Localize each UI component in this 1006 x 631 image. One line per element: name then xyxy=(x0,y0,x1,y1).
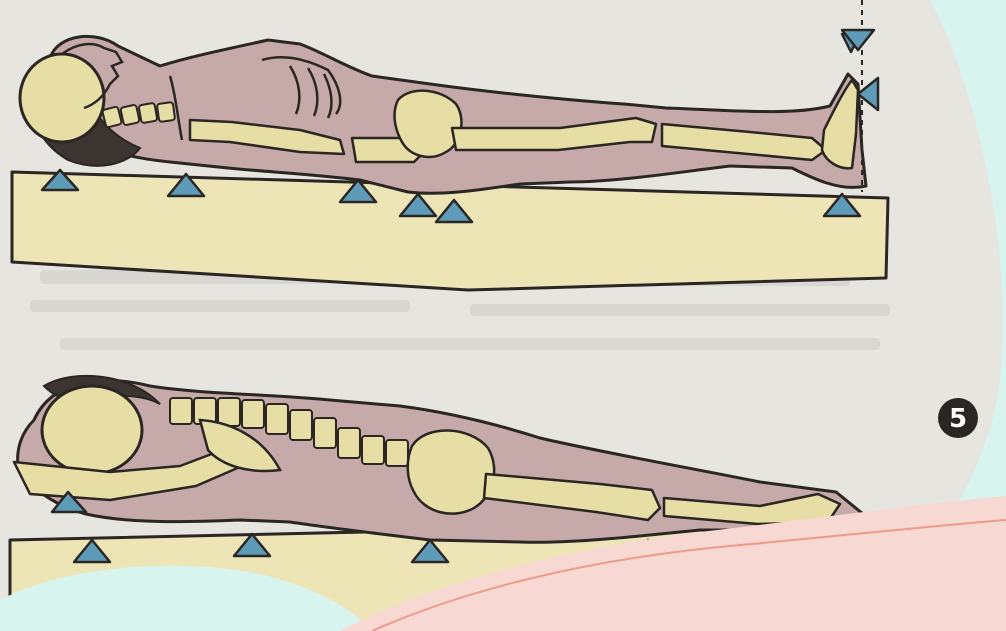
figure-number-badge-5: 5 xyxy=(938,398,978,438)
figure-4: 4 xyxy=(12,0,998,290)
skull-prone xyxy=(42,386,142,474)
svg-text:5: 5 xyxy=(949,404,967,434)
pelvis-prone xyxy=(408,430,494,513)
pelvis-supine xyxy=(395,91,462,157)
skull-supine xyxy=(20,54,104,142)
